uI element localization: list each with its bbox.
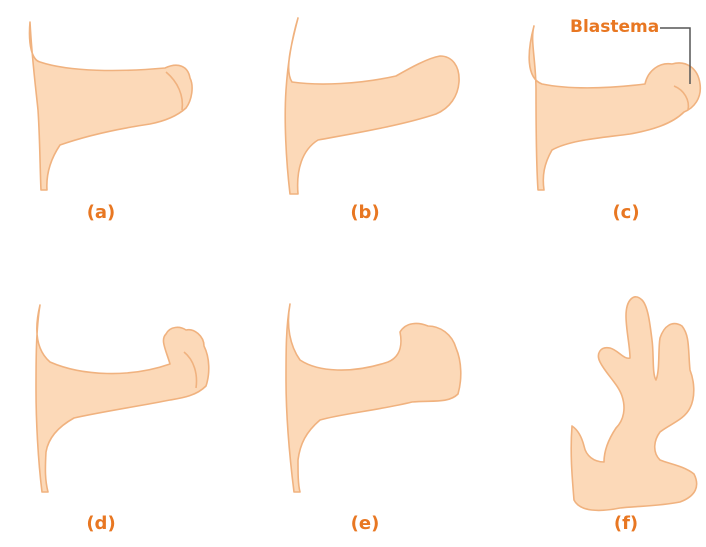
limb-stage-c	[529, 26, 700, 190]
panel-label-f: (f)	[606, 515, 646, 533]
limb-stage-d	[36, 305, 209, 492]
limb-stage-e	[286, 304, 461, 492]
blastema-callout-label: Blastema	[570, 18, 659, 36]
panel-label-c: (c)	[606, 204, 646, 222]
panel-label-d: (d)	[81, 515, 121, 533]
panel-label-a: (a)	[81, 204, 121, 222]
panel-label-e: (e)	[345, 515, 385, 533]
panel-label-b: (b)	[345, 204, 385, 222]
limb-stage-a	[29, 22, 192, 190]
limb-stage-b	[285, 18, 459, 194]
limb-stage-f	[571, 297, 696, 511]
